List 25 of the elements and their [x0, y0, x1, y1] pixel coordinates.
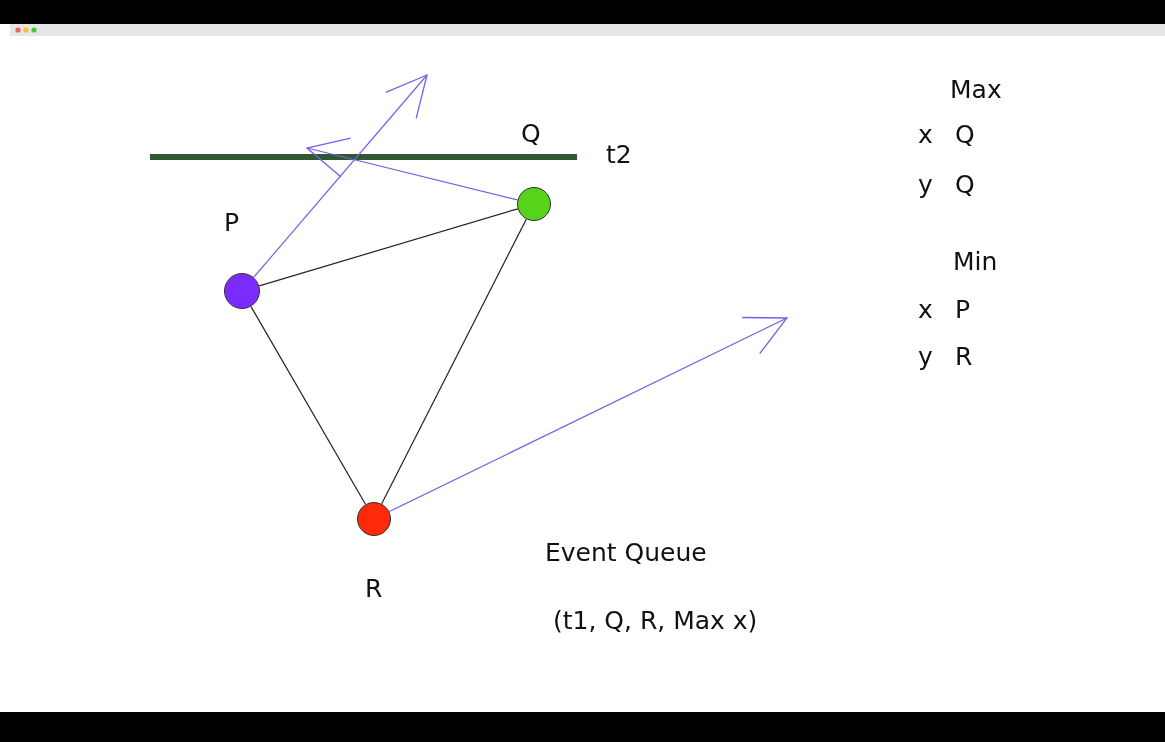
axis-label: y — [918, 344, 933, 369]
point-marker — [357, 502, 391, 536]
point-marker — [517, 187, 551, 221]
connector-line — [250, 305, 367, 505]
column-heading: Max — [950, 77, 1002, 102]
point-label: R — [365, 576, 383, 601]
point-label: Q — [955, 172, 975, 197]
point-marker — [224, 273, 260, 309]
event-entry: (t1, Q, R, Max x) — [553, 608, 758, 633]
point-label: R — [955, 344, 973, 369]
sweep-line-label: t2 — [606, 142, 632, 167]
axis-label: y — [918, 172, 933, 197]
axis-label: x — [918, 297, 933, 322]
column-heading: Min — [953, 249, 998, 274]
point-label: Q — [955, 122, 975, 147]
axis-label: x — [918, 122, 933, 147]
heading: Event Queue — [545, 540, 707, 565]
arrow — [253, 74, 428, 278]
connector-line — [381, 218, 527, 505]
connector-line — [258, 208, 519, 287]
point-label: Q — [521, 121, 541, 146]
arrow — [388, 316, 788, 513]
point-label: P — [955, 297, 971, 322]
point-label: P — [224, 210, 240, 235]
arrow — [306, 137, 519, 201]
